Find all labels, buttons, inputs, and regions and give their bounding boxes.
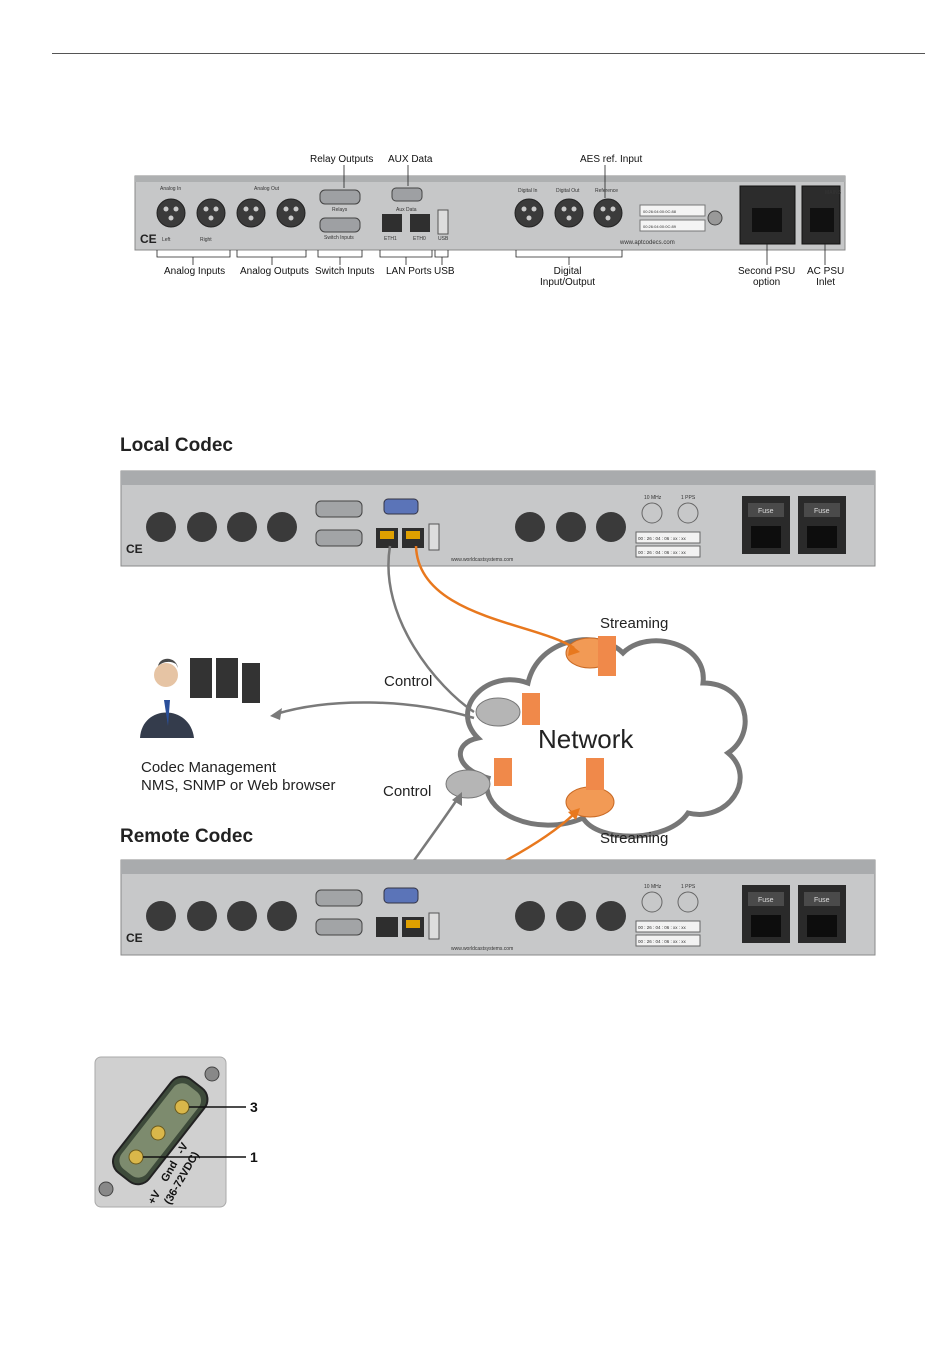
panel-text-mains: MAINS xyxy=(825,190,842,196)
control-link-local xyxy=(387,545,475,714)
local-codec-panel: CE www.worldcastsystems.com Fuse Fuse 10… xyxy=(120,470,876,567)
network-cloud xyxy=(458,637,748,839)
panel-text-left: Left xyxy=(162,237,171,243)
router-control-top xyxy=(475,697,521,727)
local-panel-mac2: 00 : 26 : 04 : 06 : xx : xx xyxy=(638,550,687,555)
panel-text-mac2: 00:26:04:00:0C:89 xyxy=(643,224,677,229)
panel-text-eth1: ETH1 xyxy=(384,236,397,242)
pin1-label: 1 xyxy=(250,1149,258,1165)
firewall-top xyxy=(598,636,616,676)
control-label-top: Control xyxy=(384,673,432,690)
firewall-bottom-left xyxy=(494,758,512,786)
streaming-label-bottom: Streaming xyxy=(600,830,668,847)
label-digital-io: Digital Input/Output xyxy=(540,266,596,288)
label-switch-inputs: Switch Inputs xyxy=(315,266,375,277)
header-rule xyxy=(52,53,925,54)
svg-text:CE: CE xyxy=(140,232,157,246)
local-panel-mhz: 10 MHz xyxy=(644,495,662,501)
remote-codec-panel: CE www.worldcastsystems.com Fuse Fuse 10… xyxy=(120,859,876,956)
firewall-mid xyxy=(522,693,540,725)
streaming-label-top: Streaming xyxy=(600,615,668,632)
streaming-link-local xyxy=(414,545,575,650)
control-link-mgmt xyxy=(275,701,475,720)
remote-panel-pps: 1 PPS xyxy=(681,884,696,890)
rear-panel-image: CE Analog In Analog Out Re xyxy=(134,165,846,265)
panel-text-relays: Relays xyxy=(332,207,348,213)
remote-panel-mac1: 00 : 26 : 04 : 06 : xx : xx xyxy=(638,925,687,930)
router-control-bottom xyxy=(445,769,491,799)
svg-text:CE: CE xyxy=(126,542,143,556)
panel-text-usb: USB xyxy=(438,236,449,242)
panel-text-website: www.aptcodecs.com xyxy=(619,240,675,246)
panel-text-right: Right xyxy=(200,237,212,243)
mounting-screw-top xyxy=(204,1066,220,1082)
remote-panel-mhz: 10 MHz xyxy=(644,884,662,890)
network-diagram: CE www.worldcastsystems.com Fuse Fuse 10… xyxy=(120,470,876,956)
control-label-bottom: Control xyxy=(383,783,431,800)
pin-3 xyxy=(174,1099,190,1115)
dc-connector-figure: 3 1 +V Gnd -V (36-72VDC) xyxy=(94,1056,258,1208)
remote-codec-title: Remote Codec xyxy=(120,826,254,847)
label-aes-ref-input: AES ref. Input xyxy=(580,154,643,165)
panel-text-analog-out: Analog Out xyxy=(254,186,280,192)
panel-text-digital-out: Digital Out xyxy=(556,188,580,194)
remote-panel-fuse-1: Fuse xyxy=(758,897,774,904)
label-analog-outputs: Analog Outputs xyxy=(240,266,309,277)
network-label: Network xyxy=(538,724,634,754)
label-relay-outputs: Relay Outputs xyxy=(310,154,374,165)
label-aux-data: AUX Data xyxy=(388,154,433,165)
local-codec-title: Local Codec xyxy=(120,435,233,456)
panel-text-eth0: ETH0 xyxy=(413,236,426,242)
panel-text-analog-in: Analog In xyxy=(160,186,181,192)
pin-1 xyxy=(128,1149,144,1165)
local-panel-fuse-1: Fuse xyxy=(758,508,774,515)
label-usb: USB xyxy=(434,266,455,277)
label-lan-ports: LAN Ports xyxy=(386,266,432,277)
local-panel-website: www.worldcastsystems.com xyxy=(451,557,513,563)
firewall-bottom-right xyxy=(586,758,604,790)
remote-panel-fuse-2: Fuse xyxy=(814,897,830,904)
label-ac-psu: AC PSU Inlet xyxy=(807,266,845,288)
panel-text-reference: Reference xyxy=(595,188,618,194)
local-panel-fuse-2: Fuse xyxy=(814,508,830,515)
remote-panel-mac2: 00 : 26 : 04 : 06 : xx : xx xyxy=(638,939,687,944)
svg-text:CE: CE xyxy=(126,931,143,945)
panel-text-digital-in: Digital In xyxy=(518,188,538,194)
mgmt-line2: NMS, SNMP or Web browser xyxy=(141,777,336,794)
label-second-psu: Second PSU option xyxy=(738,266,796,288)
remote-panel-website: www.worldcastsystems.com xyxy=(451,946,513,952)
panel-text-mac1: 00:26:04:00:0C:88 xyxy=(643,209,677,214)
pin-2 xyxy=(150,1125,166,1141)
user-workstation-icon xyxy=(140,658,260,738)
mgmt-line1: Codec Management xyxy=(141,759,277,776)
panel-text-aux-data: Aux Data xyxy=(396,207,417,213)
mounting-screw-bottom xyxy=(98,1181,114,1197)
local-panel-mac1: 00 : 26 : 04 : 06 : xx : xx xyxy=(638,536,687,541)
label-analog-inputs: Analog Inputs xyxy=(164,266,226,277)
panel-text-switch-inputs: Switch Inputs xyxy=(324,235,354,241)
local-panel-pps: 1 PPS xyxy=(681,495,696,501)
pin3-label: 3 xyxy=(250,1099,258,1115)
